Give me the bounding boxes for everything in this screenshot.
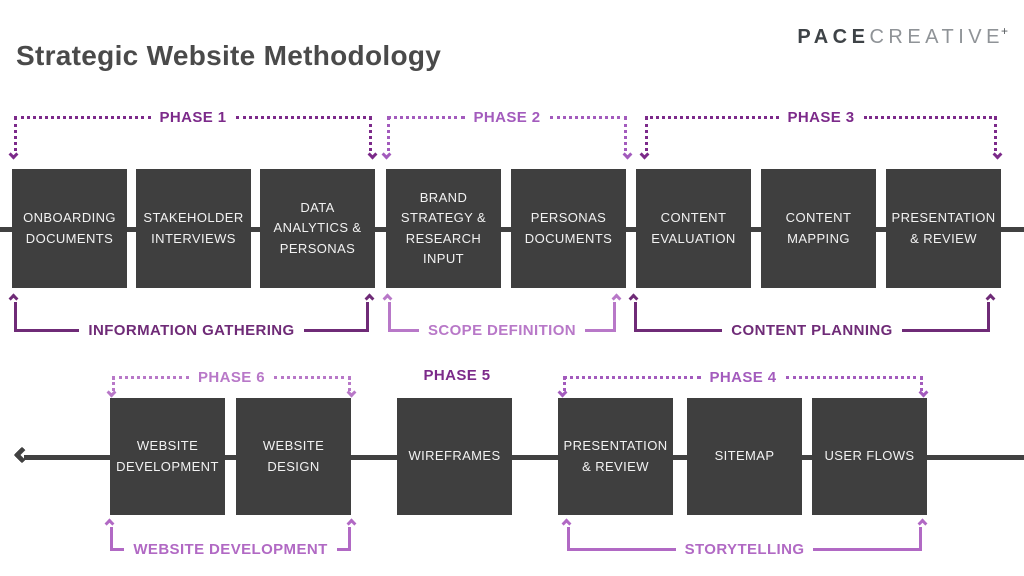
step-box-content-evaluation: CONTENT EVALUATION (636, 169, 751, 288)
stage-label-storytelling: STORYTELLING (684, 540, 805, 558)
up-line (14, 302, 17, 330)
dotted-line (563, 375, 701, 379)
phase-4-bracket: PHASE 4 (557, 367, 929, 398)
up-line (366, 302, 369, 330)
step-box-content-mapping: CONTENT MAPPING (761, 169, 876, 288)
step-box-onboarding-documents: ONBOARDING DOCUMENTS (12, 169, 127, 288)
solid-line (388, 328, 419, 332)
phase-2-label: PHASE 2 (473, 108, 541, 126)
dotted-line (785, 375, 923, 379)
dotted-line (645, 115, 779, 119)
logo-secondary-text: CREATIVE (869, 26, 1004, 48)
solid-line (303, 328, 370, 332)
step-box-stakeholder-interviews: STAKEHOLDER INTERVIEWS (136, 169, 251, 288)
dotted-line (235, 115, 372, 119)
dotted-line (274, 375, 351, 379)
solid-line (14, 328, 80, 332)
step-box-wireframes: WIREFRAMES (397, 398, 512, 515)
up-line (613, 302, 616, 330)
solid-line (634, 328, 723, 332)
up-line (987, 302, 990, 330)
pace-creative-logo: PACECREATIVE+ (797, 24, 1008, 49)
arrow-down-icon (992, 149, 1003, 160)
arrow-down-icon (639, 149, 650, 160)
drop-line (994, 117, 997, 151)
stage-bracket-website-development: WEBSITE DEVELOPMENT (104, 518, 357, 559)
drop-line (563, 377, 566, 391)
solid-line (336, 547, 351, 551)
step-box-data-analytics-personas: DATA ANALYTICS & PERSONAS (260, 169, 375, 288)
arrow-down-icon (8, 149, 19, 160)
step-box-personas-documents: PERSONAS DOCUMENTS (511, 169, 626, 288)
page-title: Strategic Website Methodology (16, 40, 442, 71)
arrow-down-icon (346, 387, 357, 398)
stage-label-scope-definition: SCOPE DEFINITION (427, 321, 577, 339)
dotted-line (112, 375, 189, 379)
drop-line (387, 117, 390, 151)
stage-bracket-content-planning: CONTENT PLANNING (628, 293, 996, 340)
drop-line (624, 117, 627, 151)
stage-bracket-scope-definition: SCOPE DEFINITION (382, 293, 622, 340)
solid-line (567, 547, 676, 551)
dotted-line (14, 115, 151, 119)
up-line (388, 302, 391, 330)
stage-bracket-information-gathering: INFORMATION GATHERING (8, 293, 375, 340)
arrow-left-icon (13, 446, 31, 464)
step-box-brand-strategy-research: BRAND STRATEGY & RESEARCH INPUT (386, 169, 501, 288)
phase-1-bracket: PHASE 1 (8, 107, 378, 160)
phase-4-label: PHASE 4 (709, 368, 777, 386)
dotted-line (863, 115, 997, 119)
stage-label-content-planning: CONTENT PLANNING (731, 321, 893, 339)
arrow-down-icon (918, 387, 929, 398)
stage-label-website-development: WEBSITE DEVELOPMENT (133, 540, 328, 558)
up-line (919, 527, 922, 549)
phase-5-label: PHASE 5 (423, 367, 491, 384)
dotted-line (387, 115, 465, 119)
phase-3-bracket: PHASE 3 (639, 107, 1003, 160)
arrow-down-icon (367, 149, 378, 160)
up-line (567, 527, 570, 549)
step-box-presentation-review-bottom: PRESENTATION & REVIEW (558, 398, 673, 515)
solid-line (813, 547, 922, 551)
step-box-user-flows: USER FLOWS (812, 398, 927, 515)
stage-label-information-gathering: INFORMATION GATHERING (88, 321, 295, 339)
solid-line (110, 547, 125, 551)
arrow-down-icon (381, 149, 392, 160)
stage-bracket-storytelling: STORYTELLING (561, 518, 928, 559)
phase-1-label: PHASE 1 (159, 108, 227, 126)
step-box-website-design: WEBSITE DESIGN (236, 398, 351, 515)
step-box-website-development: WEBSITE DEVELOPMENT (110, 398, 225, 515)
solid-line (585, 328, 616, 332)
drop-line (348, 377, 351, 391)
drop-line (645, 117, 648, 151)
step-box-sitemap: SITEMAP (687, 398, 802, 515)
drop-line (920, 377, 923, 391)
up-line (110, 527, 113, 549)
drop-line (369, 117, 372, 151)
phase-3-label: PHASE 3 (787, 108, 855, 126)
up-line (634, 302, 637, 330)
arrow-down-icon (622, 149, 633, 160)
phase-2-bracket: PHASE 2 (381, 107, 633, 160)
up-line (348, 527, 351, 549)
logo-primary-text: PACE (797, 26, 870, 48)
phase-6-bracket: PHASE 6 (106, 367, 357, 398)
step-box-presentation-review-top: PRESENTATION & REVIEW (886, 169, 1001, 288)
drop-line (14, 117, 17, 151)
logo-plus-mark: + (1000, 24, 1008, 38)
dotted-line (549, 115, 627, 119)
drop-line (112, 377, 115, 391)
bottom-flow-connector-line (24, 455, 1024, 460)
phase-6-label: PHASE 6 (198, 368, 265, 386)
solid-line (901, 328, 990, 332)
